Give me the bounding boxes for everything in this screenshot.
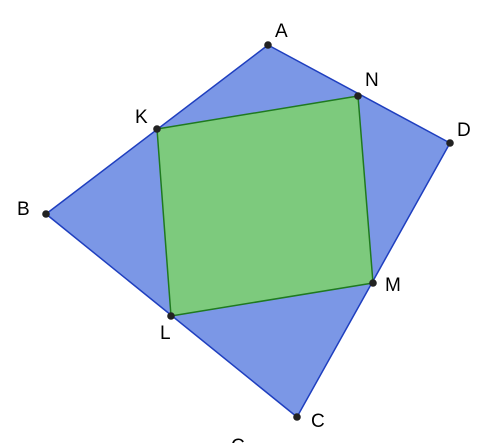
point-n[interactable] [354, 92, 362, 100]
label-m: M [385, 275, 401, 296]
label-d: D [457, 120, 471, 141]
label-l: L [160, 323, 171, 344]
point-d[interactable] [446, 139, 454, 147]
label-c: C [311, 411, 325, 432]
point-m[interactable] [369, 279, 377, 287]
point-a[interactable] [264, 41, 272, 49]
label-k: K [135, 107, 148, 128]
point-k[interactable] [153, 125, 161, 133]
label-a: A [275, 21, 288, 42]
point-c[interactable] [293, 413, 301, 421]
point-b[interactable] [42, 210, 50, 218]
bottom-edge-fragment: C [231, 436, 245, 443]
quadrilateral-klmn [156, 95, 374, 317]
label-b: B [17, 199, 30, 220]
label-n: N [365, 70, 379, 91]
point-l[interactable] [167, 312, 175, 320]
